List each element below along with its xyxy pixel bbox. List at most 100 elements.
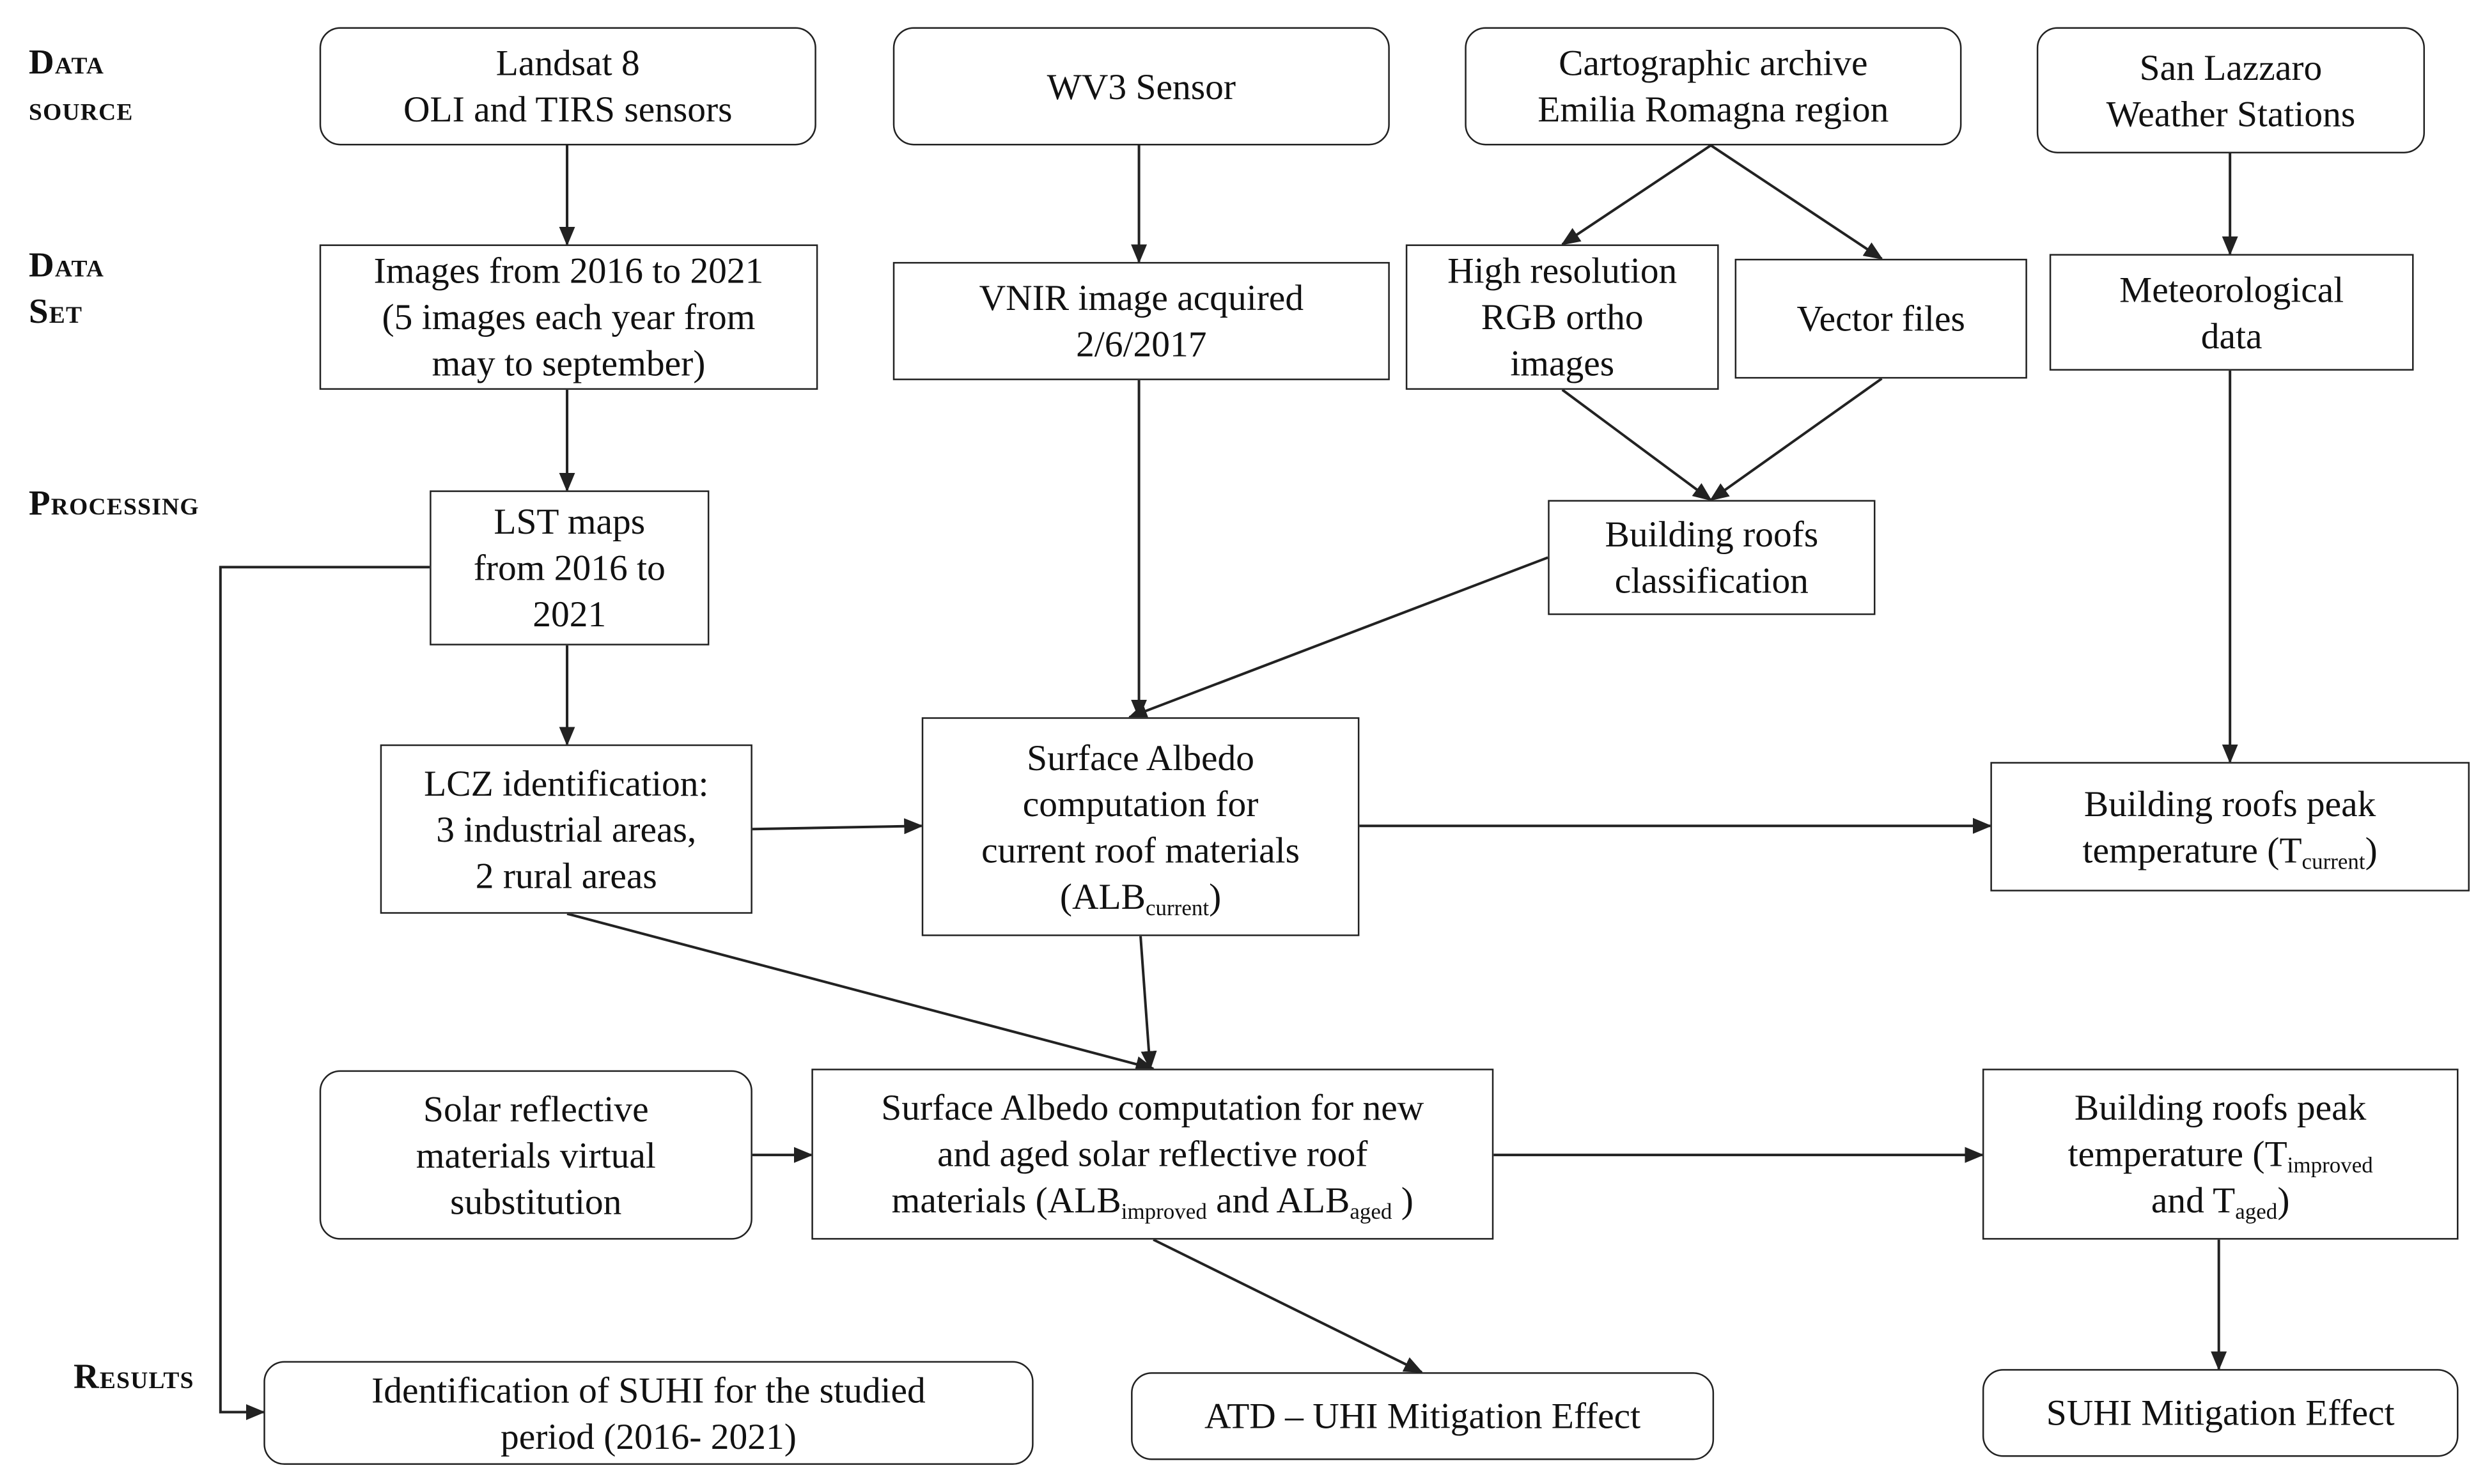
node-text-line: 2/6/2017 bbox=[1076, 324, 1207, 364]
text-fragment: and ALB bbox=[1206, 1180, 1350, 1221]
node-text-line: WV3 Sensor bbox=[1047, 66, 1236, 107]
node-albedo-current: Surface Albedo computation for current r… bbox=[921, 717, 1360, 936]
node-text-line: temperature (Tcurrent) bbox=[2082, 826, 2378, 875]
stage-label-processing: Processing bbox=[29, 479, 199, 525]
node-text-line: RGB ortho bbox=[1481, 297, 1644, 337]
node-atd-mitigation: ATD – UHI Mitigation Effect bbox=[1131, 1372, 1715, 1460]
node-text-line: images bbox=[1510, 343, 1615, 383]
node-peak-improved-aged: Building roofs peak temperature (Timprov… bbox=[1982, 1069, 2459, 1240]
text-fragment: (ALB bbox=[1059, 876, 1146, 916]
stage-label-line: Results bbox=[73, 1356, 194, 1396]
node-meteorological-data: Meteorological data bbox=[2049, 254, 2414, 371]
arrow-lcz-to-albedo-current bbox=[752, 818, 924, 835]
node-text-line: Identification of SUHI for the studied bbox=[371, 1370, 926, 1410]
node-text-line: SUHI Mitigation Effect bbox=[2046, 1393, 2395, 1434]
node-cartographic-archive: Cartographic archive Emilia Romagna regi… bbox=[1465, 27, 1962, 146]
node-text-line: and Taged) bbox=[2068, 1177, 2373, 1225]
node-text-line: 2 rural areas bbox=[475, 855, 657, 895]
node-text-line: 2021 bbox=[533, 594, 607, 635]
node-text-line: substitution bbox=[450, 1181, 622, 1221]
node-text-line: Surface Albedo bbox=[1027, 737, 1255, 778]
node-lcz-identification: LCZ identification: 3 industrial areas, … bbox=[380, 744, 752, 914]
node-weather-stations: San Lazzaro Weather Stations bbox=[2036, 27, 2426, 153]
node-text-line: materials virtual bbox=[416, 1134, 656, 1175]
text-fragment: ) bbox=[1392, 1180, 1413, 1221]
stage-label-line: Data bbox=[28, 244, 105, 284]
text-fragment: ) bbox=[1209, 876, 1222, 916]
node-text-line: OLI and TIRS sensors bbox=[403, 89, 733, 130]
node-text-line: computation for bbox=[1022, 784, 1259, 824]
stage-label-line: Set bbox=[28, 290, 83, 331]
node-text-line: (5 images each year from bbox=[382, 297, 756, 337]
stage-label-line: Processing bbox=[28, 482, 199, 523]
node-text-line: Weather Stations bbox=[2106, 93, 2356, 134]
arrow-carto-to-ortho bbox=[1561, 144, 1712, 246]
text-fragment: ) bbox=[2365, 830, 2378, 870]
node-ortho-images: High resolution RGB ortho images bbox=[1405, 244, 1719, 390]
arrow-albedo-new-to-atd bbox=[1153, 1238, 1424, 1373]
node-text-line: Vector files bbox=[1796, 298, 1965, 339]
stage-label-data-set: Data Set bbox=[29, 241, 104, 334]
node-text-line: San Lazzaro bbox=[2139, 47, 2323, 88]
subscript: improved bbox=[1121, 1201, 1207, 1226]
node-text-line: 3 industrial areas, bbox=[436, 808, 697, 849]
node-text-line: materials (ALBimproved and ALBaged ) bbox=[881, 1177, 1424, 1226]
node-text-line: Building roofs peak bbox=[2074, 1088, 2367, 1128]
node-text-line: (ALBcurrent) bbox=[981, 873, 1300, 921]
node-text-line: and aged solar reflective roof bbox=[937, 1134, 1368, 1175]
arrow-ortho-to-roofs-class bbox=[1561, 389, 1713, 501]
node-images: Images from 2016 to 2021 (5 images each … bbox=[319, 244, 818, 390]
node-text-line: Emilia Romagna region bbox=[1538, 89, 1889, 130]
node-text-line: Surface Albedo computation for new bbox=[881, 1088, 1424, 1128]
node-text-line: may to september) bbox=[432, 343, 706, 383]
arrow-roofs-class-to-albedo-current bbox=[1128, 556, 1548, 719]
arrow-lst-to-suhi-id bbox=[219, 566, 430, 1421]
node-vector-files: Vector files bbox=[1734, 258, 2027, 379]
subscript: current bbox=[1145, 897, 1210, 921]
text-fragment: materials (ALB bbox=[891, 1180, 1121, 1221]
node-vnir-image: VNIR image acquired 2/6/2017 bbox=[892, 261, 1390, 380]
node-text-line: ATD – UHI Mitigation Effect bbox=[1204, 1396, 1641, 1437]
node-text-line: period (2016- 2021) bbox=[501, 1416, 797, 1457]
text-fragment: temperature (T bbox=[2082, 830, 2302, 870]
node-text-line: Solar reflective bbox=[423, 1088, 649, 1129]
stage-label-line: source bbox=[28, 88, 134, 128]
node-text-line: Landsat 8 bbox=[495, 43, 640, 83]
stage-label-line: Data bbox=[28, 41, 105, 82]
node-lst-maps: LST maps from 2016 to 2021 bbox=[430, 490, 710, 645]
node-text-line: classification bbox=[1614, 560, 1809, 601]
node-text-line: LCZ identification: bbox=[424, 762, 709, 803]
node-solar-substitution: Solar reflective materials virtual subst… bbox=[319, 1070, 752, 1240]
node-text-line: High resolution bbox=[1447, 251, 1678, 291]
arrow-albedo-current-to-albedo-new bbox=[1139, 936, 1157, 1070]
node-landsat: Landsat 8 OLI and TIRS sensors bbox=[319, 27, 816, 146]
node-text-line: Cartographic archive bbox=[1559, 43, 1868, 83]
node-text-line: temperature (Timproved bbox=[2068, 1131, 2373, 1179]
node-wv3-sensor: WV3 Sensor bbox=[892, 27, 1390, 146]
text-fragment: ) bbox=[2277, 1180, 2290, 1221]
node-albedo-new-aged: Surface Albedo computation for new and a… bbox=[811, 1069, 1494, 1240]
subscript: improved bbox=[2287, 1155, 2373, 1179]
node-text-line: Building roofs peak bbox=[2083, 784, 2376, 824]
arrow-lcz-to-albedo-new bbox=[566, 912, 1155, 1072]
node-text-line: Meteorological bbox=[2119, 269, 2344, 309]
node-text-line: current roof materials bbox=[981, 830, 1300, 870]
node-suhi-mitigation: SUHI Mitigation Effect bbox=[1982, 1369, 2459, 1457]
arrow-vector-to-roofs-class bbox=[1709, 377, 1883, 501]
node-text-line: Building roofs bbox=[1605, 514, 1819, 555]
text-fragment: temperature (T bbox=[2068, 1134, 2287, 1175]
node-text-line: VNIR image acquired bbox=[979, 277, 1304, 318]
stage-label-results: Results bbox=[74, 1353, 194, 1399]
node-peak-current: Building roofs peak temperature (Tcurren… bbox=[1990, 762, 2470, 892]
text-fragment: and T bbox=[2151, 1180, 2236, 1221]
arrow-carto-to-vector bbox=[1710, 144, 1883, 260]
node-text-line: Images from 2016 to 2021 bbox=[373, 251, 764, 291]
node-text-line: data bbox=[2200, 315, 2262, 356]
node-text-line: LST maps bbox=[494, 501, 646, 542]
node-suhi-identification: Identification of SUHI for the studied p… bbox=[263, 1361, 1034, 1465]
subscript: current bbox=[2301, 850, 2365, 875]
node-roofs-classification: Building roofs classification bbox=[1548, 500, 1876, 615]
subscript: aged bbox=[1350, 1201, 1392, 1226]
